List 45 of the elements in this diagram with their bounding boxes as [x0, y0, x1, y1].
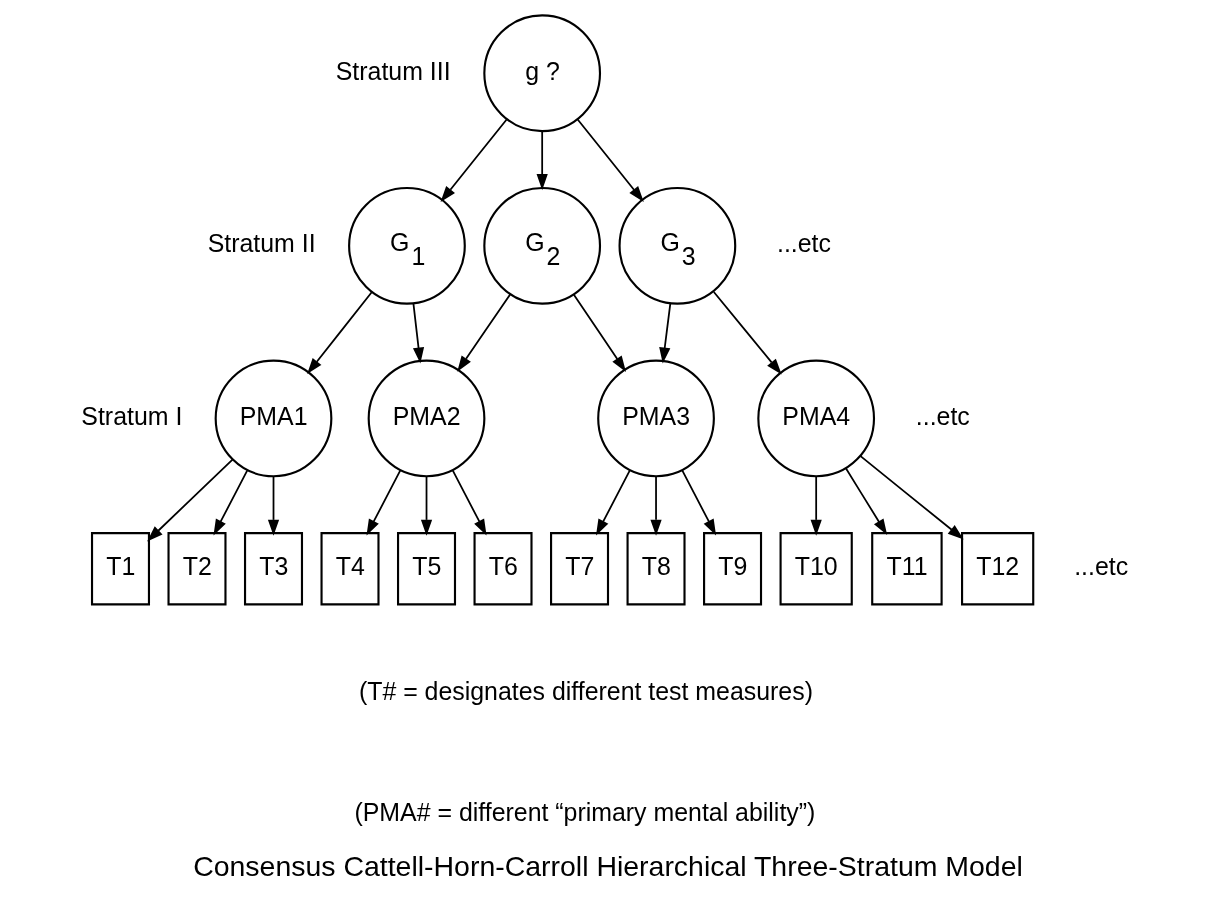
arrow: [451, 469, 487, 536]
arrow: [440, 118, 508, 203]
node-circle: PMA3: [597, 359, 715, 478]
node-circle: PMA2: [367, 359, 486, 478]
arrow: [712, 291, 782, 375]
arrow: [420, 475, 433, 536]
node-box: T6: [473, 532, 533, 606]
label: ...etc: [777, 229, 831, 258]
arrow: [859, 455, 964, 540]
node-box: T11: [871, 532, 943, 606]
node-box: T8: [626, 532, 686, 606]
node-box: T10: [779, 532, 853, 606]
label: ...etc: [915, 402, 970, 430]
arrow: [366, 469, 402, 536]
arrow: [573, 293, 626, 373]
arrow: [845, 467, 888, 536]
node-box: T5: [397, 532, 457, 606]
arrow: [681, 469, 717, 536]
node-circle: g ?: [483, 14, 602, 133]
arrow: [576, 118, 644, 203]
caption: Consensus Cattell-Horn-Carroll Hierarchical Three-Stratum Model: [193, 850, 1023, 883]
arrow: [536, 130, 548, 191]
label: (T# = designates different test measures): [358, 676, 813, 705]
arrow: [650, 475, 662, 536]
arrow: [659, 302, 672, 364]
arrow: [147, 458, 234, 542]
label: ...etc: [1074, 552, 1129, 581]
node-box: T12: [961, 532, 1035, 606]
node-box: T9: [703, 532, 763, 606]
arrow: [213, 469, 249, 536]
node-box: T3: [243, 532, 304, 606]
node-box: T1: [90, 532, 151, 606]
arrow: [267, 475, 280, 536]
label: (PMA# = different “primary mental ability”): [354, 797, 816, 826]
label: Stratum I: [81, 402, 183, 430]
node-box: T7: [550, 532, 610, 606]
label: Stratum III: [335, 56, 451, 85]
label: Stratum II: [207, 229, 316, 258]
node-box: T4: [320, 532, 380, 606]
node-box: T2: [167, 532, 227, 606]
arrow: [412, 302, 425, 364]
arrow: [307, 291, 373, 375]
arrow: [457, 293, 512, 372]
arrow: [810, 475, 822, 536]
arrow: [596, 469, 631, 536]
